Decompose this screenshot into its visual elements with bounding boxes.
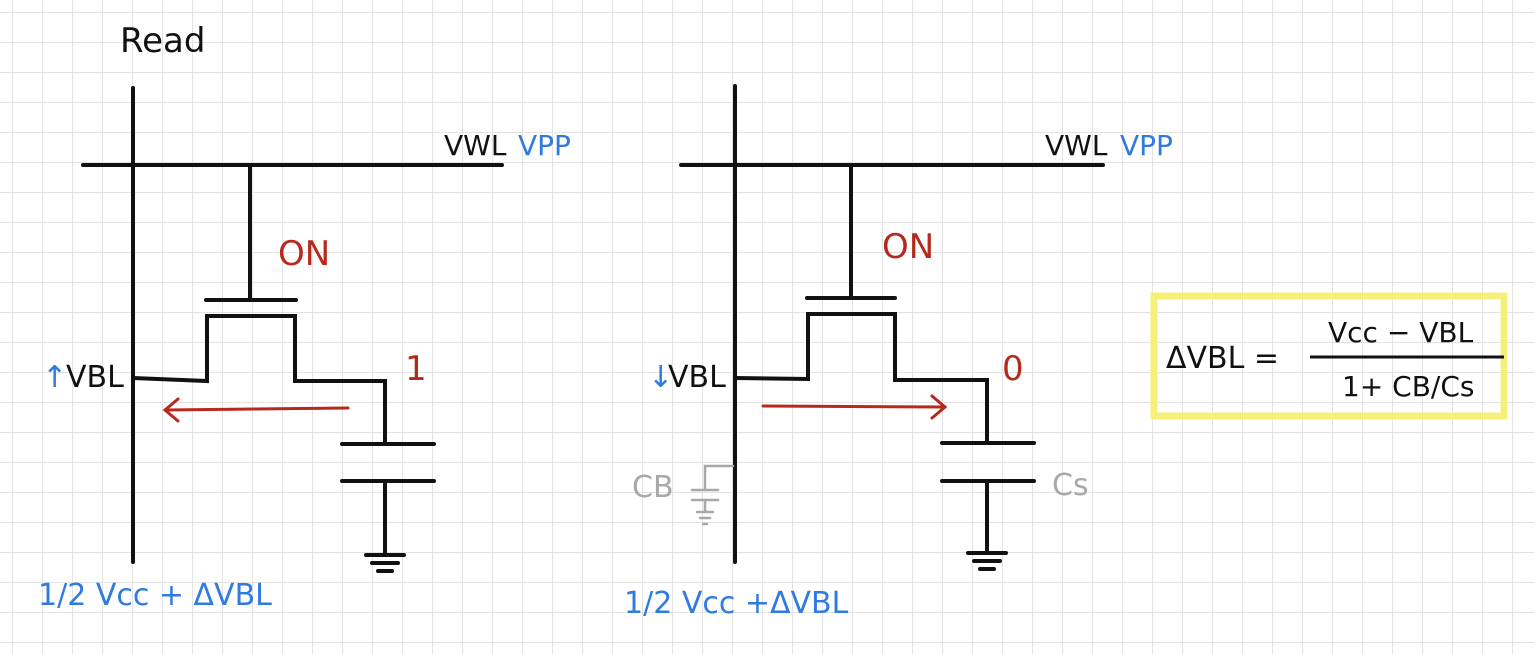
bitline-cap-label: CB	[632, 470, 674, 505]
wordline-value-2: VPP	[1120, 129, 1173, 162]
formula-numerator: Vcc − VBL	[1328, 316, 1474, 349]
bitline-up-arrow-icon: ↑	[42, 360, 67, 395]
ground-icon	[364, 553, 406, 573]
stored-bit-2: 0	[1002, 349, 1024, 389]
formula-denominator: 1+ CB/Cs	[1342, 370, 1475, 403]
formula-lhs: ΔVBL =	[1166, 341, 1279, 376]
title: Read	[120, 21, 205, 61]
bitline-label-2: VBL	[668, 360, 726, 395]
channel-path-1	[131, 314, 387, 446]
wordline-label-1: VWL	[444, 129, 507, 162]
current-arrow-right-icon	[761, 394, 948, 420]
wordline-label-2: VWL	[1045, 129, 1108, 162]
bitline-result-1: 1/2 Vcc + ΔVBL	[38, 578, 272, 613]
ground-icon	[966, 551, 1008, 571]
cell-cap-label: Cs	[1052, 468, 1089, 503]
transistor-state-1: ON	[278, 234, 330, 274]
circuit-1	[81, 86, 504, 573]
bitline-result-2: 1/2 Vcc +ΔVBL	[624, 586, 849, 621]
stored-bit-1: 1	[405, 349, 427, 389]
bitline-down-arrow-icon: ↓	[648, 360, 673, 395]
channel-path-2	[733, 312, 989, 445]
wordline-value-1: VPP	[518, 129, 571, 162]
circuit-2	[679, 84, 1105, 571]
bitline-label-1: VBL	[66, 360, 124, 395]
current-arrow-left-icon	[162, 397, 350, 423]
transistor-state-2: ON	[882, 227, 934, 267]
bitline-capacitor-icon	[690, 464, 735, 526]
